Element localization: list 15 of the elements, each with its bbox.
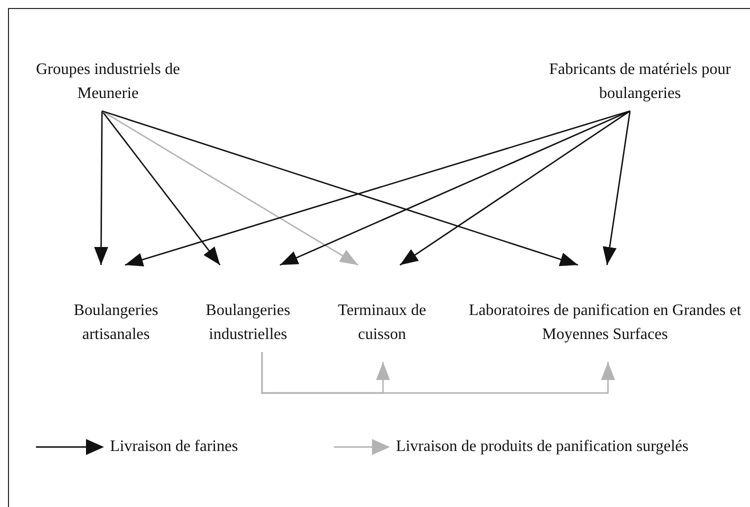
node-label: Boulangeries industrielles bbox=[204, 301, 292, 345]
node-label: Groupes industriels de Meunerie bbox=[35, 60, 181, 104]
node-label: Fabricants de matériels pour boulangeries bbox=[548, 60, 732, 104]
legend-label: Livraison de produits de panification surgelés bbox=[396, 437, 688, 457]
arrow bbox=[261, 352, 615, 394]
arrow bbox=[94, 111, 108, 265]
arrow bbox=[102, 110, 358, 266]
node-label: Terminaux de cuisson bbox=[336, 301, 428, 345]
node-label: Laboratoires de panification en Grandes et Moyennes Surfaces bbox=[468, 301, 742, 345]
arrow bbox=[400, 110, 630, 266]
legend-label: Livraison de farines bbox=[110, 437, 238, 457]
node-label: Boulangeries artisanales bbox=[72, 301, 160, 345]
arrow bbox=[602, 110, 631, 266]
arrow bbox=[280, 110, 630, 266]
arrow bbox=[101, 110, 221, 266]
